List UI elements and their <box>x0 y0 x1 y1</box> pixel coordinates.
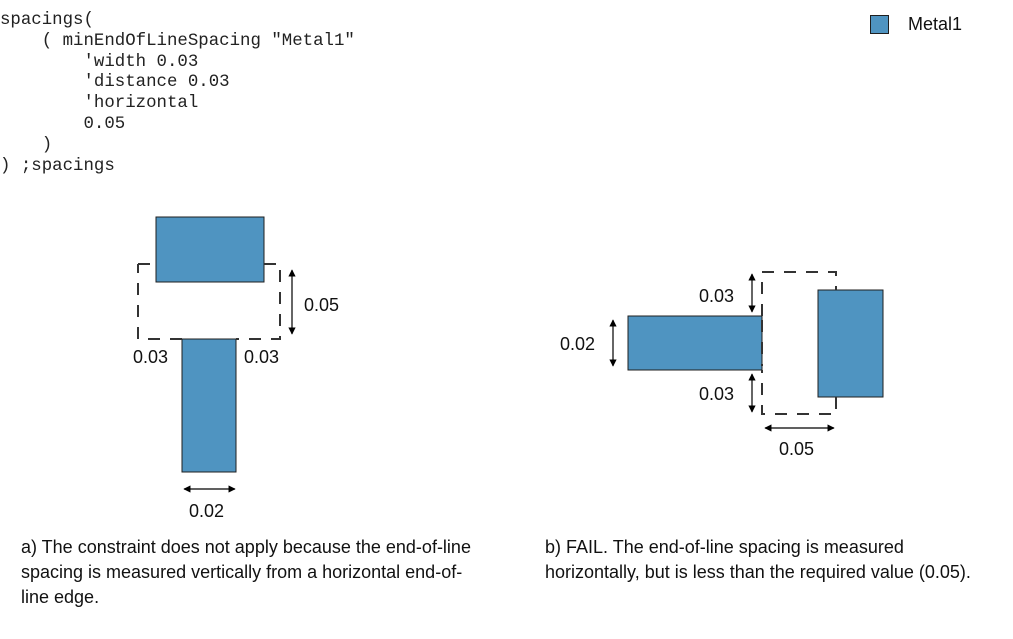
metal1-bottom-wire <box>181 338 237 473</box>
caption-b: b) FAIL. The end-of-line spacing is meas… <box>545 537 971 582</box>
code-line: 'horizontal <box>0 94 199 114</box>
wire-width-label: 0.02 <box>189 501 224 521</box>
right-width-label: 0.03 <box>244 347 279 367</box>
code-line: spacings( <box>0 11 94 30</box>
caption-a: a) The constraint does not apply because… <box>21 537 471 607</box>
spacing-label: 0.05 <box>779 439 814 459</box>
wire-width-label: 0.02 <box>560 334 595 354</box>
code-line: 'width 0.03 <box>0 52 199 72</box>
metal1-horizontal-wire <box>627 315 763 371</box>
legend: Metal1 <box>870 14 962 35</box>
diagram-b: 0.02 0.03 0.03 0.05 <box>560 271 884 459</box>
code-block: spacings( ( minEndOfLineSpacing "Metal1"… <box>0 11 355 177</box>
eol-window-outline <box>761 370 837 415</box>
code-line: 'distance 0.03 <box>0 73 230 93</box>
legend-swatch <box>870 15 889 34</box>
code-line: 0.05 <box>0 114 126 134</box>
eol-window-outline <box>761 271 837 316</box>
eol-window-outline <box>137 264 182 340</box>
spacing-label: 0.05 <box>304 295 339 315</box>
diagram-a: 0.05 0.03 0.03 0.02 <box>133 216 339 521</box>
bottom-width-label: 0.03 <box>699 384 734 404</box>
code-line: ) <box>0 135 53 155</box>
code-line: ( minEndOfLineSpacing "Metal1" <box>0 31 355 51</box>
code-line: ) ;spacings <box>0 156 115 176</box>
metal1-right-shape <box>817 289 884 398</box>
top-width-label: 0.03 <box>699 286 734 306</box>
metal1-top-shape <box>155 216 265 283</box>
legend-label: Metal1 <box>908 14 963 34</box>
eol-window-outline <box>236 263 281 340</box>
left-width-label: 0.03 <box>133 347 168 367</box>
